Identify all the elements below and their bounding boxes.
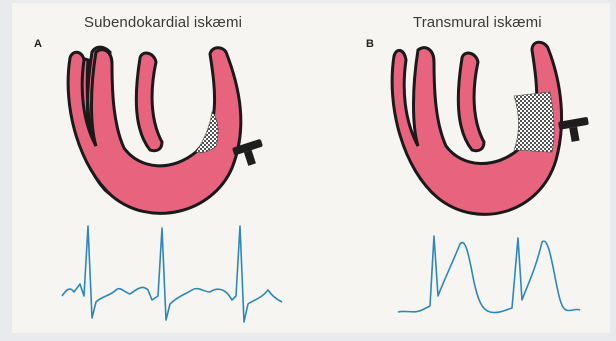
heart-b bbox=[392, 42, 561, 214]
septum-b bbox=[458, 53, 484, 151]
ischemia-region-a bbox=[196, 112, 218, 153]
septum-a bbox=[136, 53, 162, 151]
ecg-trace-a bbox=[62, 226, 282, 322]
ecg-trace-b bbox=[398, 236, 580, 313]
ischemia-region-b bbox=[514, 92, 554, 152]
heart-a bbox=[68, 47, 241, 213]
